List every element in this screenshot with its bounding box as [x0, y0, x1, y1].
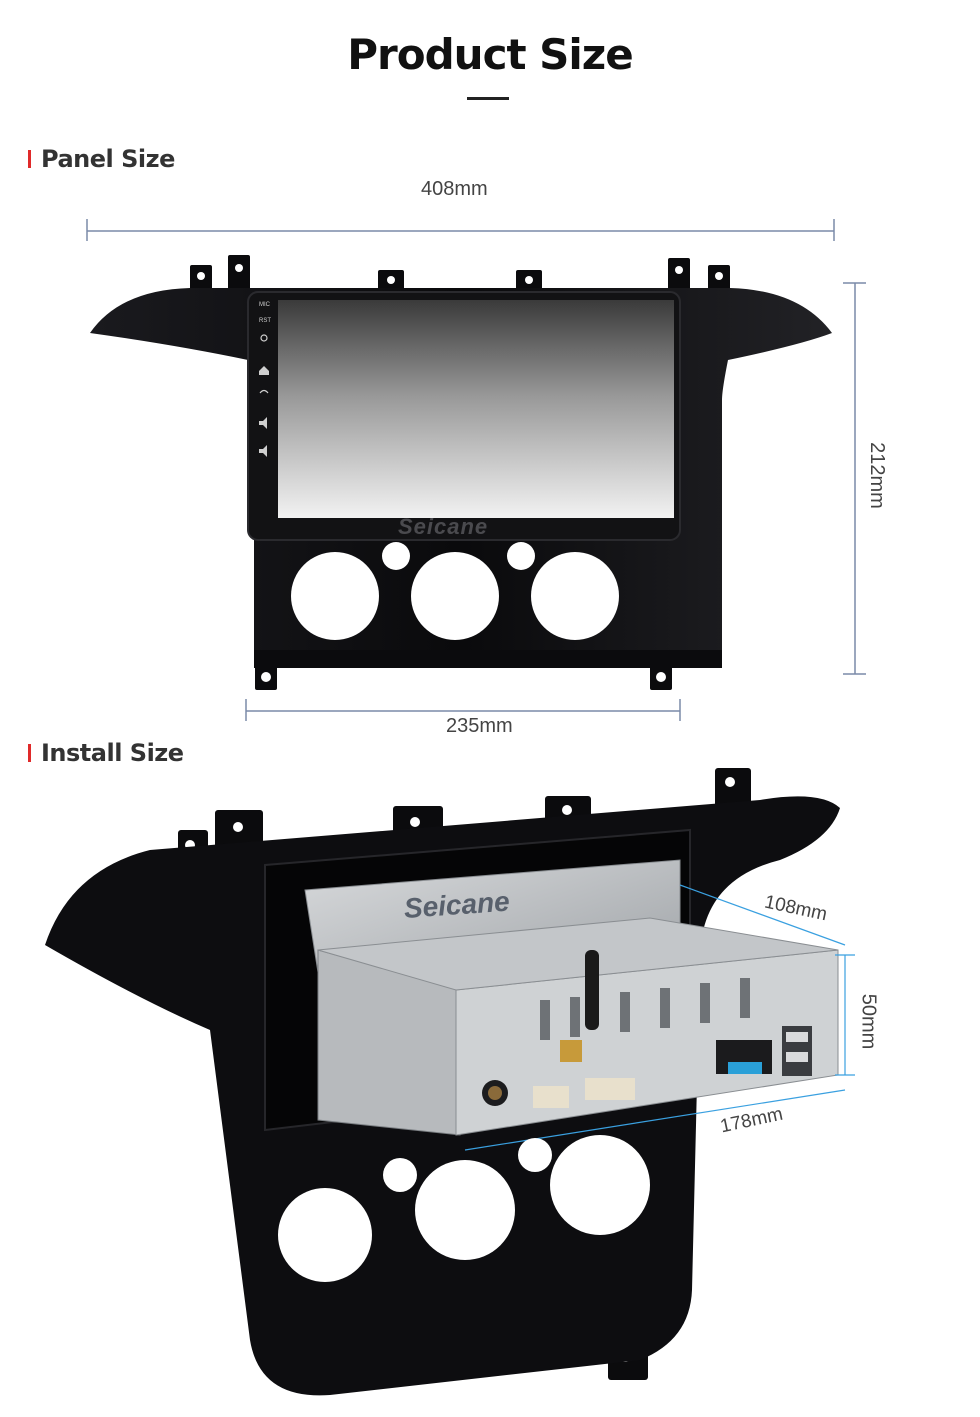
install-size-title: Install Size: [41, 739, 184, 767]
page-title: Product Size: [347, 30, 634, 79]
mic-label: MIC: [259, 302, 270, 308]
screen-display: [278, 300, 674, 518]
install-height-dimension: [835, 954, 855, 1076]
panel-bottom-dimension: [245, 699, 681, 721]
chassis-connectors: [482, 1026, 812, 1108]
install-size-heading: Install Size: [28, 738, 184, 768]
section-accent-bar: [28, 150, 31, 168]
panel-width-label: 408mm: [421, 178, 488, 200]
panel-bottom-label: 235mm: [446, 715, 513, 737]
title-underline: [467, 97, 509, 100]
screen-brand-logo: Seicane: [398, 514, 489, 539]
vent-openings: [291, 542, 619, 640]
chassis-vent-slots: [540, 978, 750, 1040]
section-accent-bar: [28, 744, 31, 762]
rst-label: RST: [259, 318, 271, 324]
panel-height-dimension: [843, 282, 866, 675]
install-vent-openings: [278, 1135, 650, 1282]
panel-size-heading: Panel Size: [28, 144, 175, 174]
install-depth-dimension: [679, 884, 846, 946]
install-height-label: 50mm: [857, 993, 880, 1050]
antenna: [560, 950, 599, 1062]
panel-width-dimension: [86, 219, 835, 241]
panel-size-title: Panel Size: [41, 145, 175, 173]
side-buttons: [259, 334, 269, 457]
